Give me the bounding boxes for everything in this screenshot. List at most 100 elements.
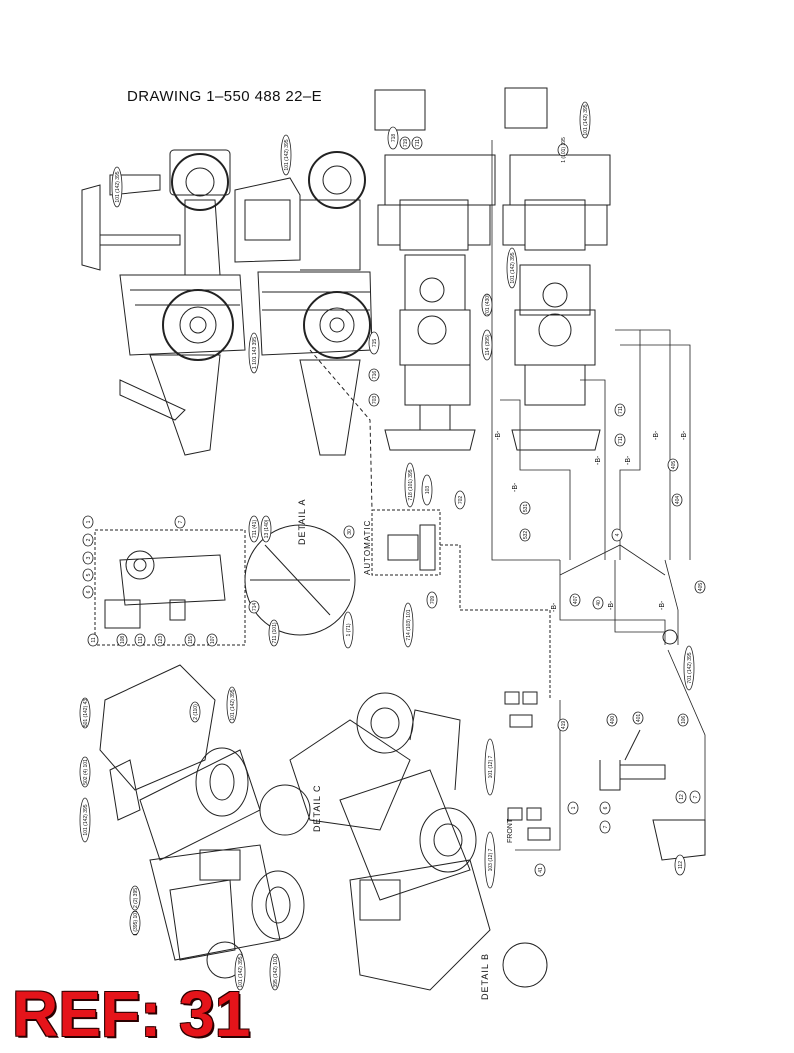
plan-view-left xyxy=(374,89,496,451)
leader-dashed-line xyxy=(309,349,373,511)
callout: 711 (101) xyxy=(272,622,278,643)
callout: 2 xyxy=(86,538,92,541)
callout: 2 (2) 395 xyxy=(133,888,139,908)
line-mark: -B- xyxy=(653,430,660,440)
detail-b-label: DETAIL B xyxy=(480,953,490,1000)
callout: 419 xyxy=(561,721,567,730)
callout: 101 (142) 395 xyxy=(238,956,244,987)
callout: 709 xyxy=(430,596,436,605)
callout: 114 (395) xyxy=(485,334,491,355)
callout: 101 (142) 395 xyxy=(115,171,121,202)
detail-a-view xyxy=(94,524,356,646)
callout: 404 xyxy=(675,496,681,505)
callout: 532 xyxy=(523,531,529,540)
callout: 101 (142) 395 xyxy=(230,689,236,720)
callout: 7 xyxy=(693,795,699,798)
callout: 101 (142) 395 xyxy=(284,139,290,170)
callout: 13 (140) xyxy=(264,519,270,538)
front-label: FRONT xyxy=(507,818,514,843)
callout: 111 xyxy=(138,636,144,644)
callout: 5 xyxy=(86,573,92,576)
detail-a-label: DETAIL A xyxy=(297,498,307,545)
callout: 3 xyxy=(86,556,92,559)
callout: 711 xyxy=(618,406,624,414)
line-mark: -B- xyxy=(608,600,615,610)
callout: 123 xyxy=(158,636,164,645)
callout: 7 xyxy=(603,825,609,828)
callout: 701 (430) xyxy=(485,294,491,316)
callout: 711 xyxy=(618,436,624,444)
line-mark: -B- xyxy=(551,602,558,612)
callout: 103 xyxy=(425,486,431,495)
callout: 718 (101) 395 xyxy=(408,469,414,500)
callout: 711 (41) xyxy=(252,520,258,539)
line-mark-group: -B- -B- -B- -B- -B- -B- -B- -B- -B- xyxy=(495,430,688,612)
callout: 40 xyxy=(596,600,602,606)
automatic-label: AUTOMATIC xyxy=(363,520,372,575)
plan-view-right xyxy=(502,87,611,451)
callout: 4 xyxy=(615,533,621,536)
callout: 101 (142) 395 xyxy=(83,804,89,835)
callout: 718 xyxy=(391,134,397,143)
callout: 2 (110) xyxy=(193,704,199,720)
automatic-control-box xyxy=(371,509,551,700)
line-mark: -B- xyxy=(595,455,602,465)
callout: 115 xyxy=(188,636,194,644)
callout: 1 (71) xyxy=(346,623,352,636)
drawing-number-title: DRAWING 1–550 488 22–E xyxy=(127,88,323,105)
line-mark: -B- xyxy=(659,600,666,610)
callout: 41 xyxy=(538,867,544,873)
callout: 714 xyxy=(252,603,258,612)
callout: 7 xyxy=(178,520,184,523)
callout: 1 (395) 101 xyxy=(133,910,139,936)
callout: 405 xyxy=(698,583,704,592)
callout: 531 xyxy=(523,504,529,513)
line-mark: -B- xyxy=(512,482,519,492)
side-view-with-cab xyxy=(234,151,373,456)
callout: 12 xyxy=(679,794,685,800)
callout: 101 (142) 395 xyxy=(510,252,516,283)
callout-bubbles xyxy=(79,101,706,991)
callout: 1 101 143 395 xyxy=(252,337,258,369)
callout: 6 xyxy=(86,590,92,593)
callout: 405 xyxy=(671,461,677,470)
callout: 1 (101) 395 xyxy=(561,137,567,163)
callout: 6 xyxy=(603,806,609,809)
callout: 716 xyxy=(372,371,378,380)
callout: 711 xyxy=(415,139,421,147)
callout: 719 xyxy=(403,139,409,148)
callout: 407 xyxy=(573,596,579,605)
isometric-view-middle xyxy=(259,692,548,991)
hose-routing-lines xyxy=(491,140,706,851)
callout: 1 xyxy=(86,520,92,523)
callout: 703 xyxy=(372,396,378,405)
callout: 401 xyxy=(636,714,642,723)
callout: 112 xyxy=(678,861,684,869)
callout: 107 xyxy=(210,636,216,645)
callout: 101 (142) 395 xyxy=(583,104,589,135)
callout: 11 xyxy=(91,637,97,642)
callout: 702 xyxy=(458,496,464,505)
detail-c-label: DETAIL C xyxy=(312,784,322,832)
callout: 1 xyxy=(571,806,577,809)
side-view-with-bucket xyxy=(81,149,246,456)
callout: 701 (142) 395 xyxy=(687,652,693,683)
callout: 30 xyxy=(347,529,353,535)
isometric-view-left xyxy=(99,664,305,979)
plumbing-components xyxy=(504,629,706,861)
detail-labels: DETAIL A DETAIL B DETAIL C AUTOMATIC FRO… xyxy=(297,498,514,1000)
callout: 106 xyxy=(681,716,687,725)
callout: 101 (12) 7 xyxy=(488,755,494,778)
ref-number-label: REF: 31 xyxy=(12,978,251,1050)
line-mark: -B- xyxy=(625,455,632,465)
callout: 103 (12) 7 xyxy=(488,848,494,871)
callout: 501 (142) 43 xyxy=(83,699,89,728)
callout: 714 (103) 101 xyxy=(406,609,412,640)
callout-numbers: 101 (142) 395 101 (142) 395 1 101 143 39… xyxy=(83,104,704,987)
line-mark: -B- xyxy=(681,430,688,440)
callout: 715 xyxy=(372,339,378,348)
callout: 502 (4) 101 xyxy=(83,759,89,785)
callout: 400 xyxy=(610,716,616,725)
